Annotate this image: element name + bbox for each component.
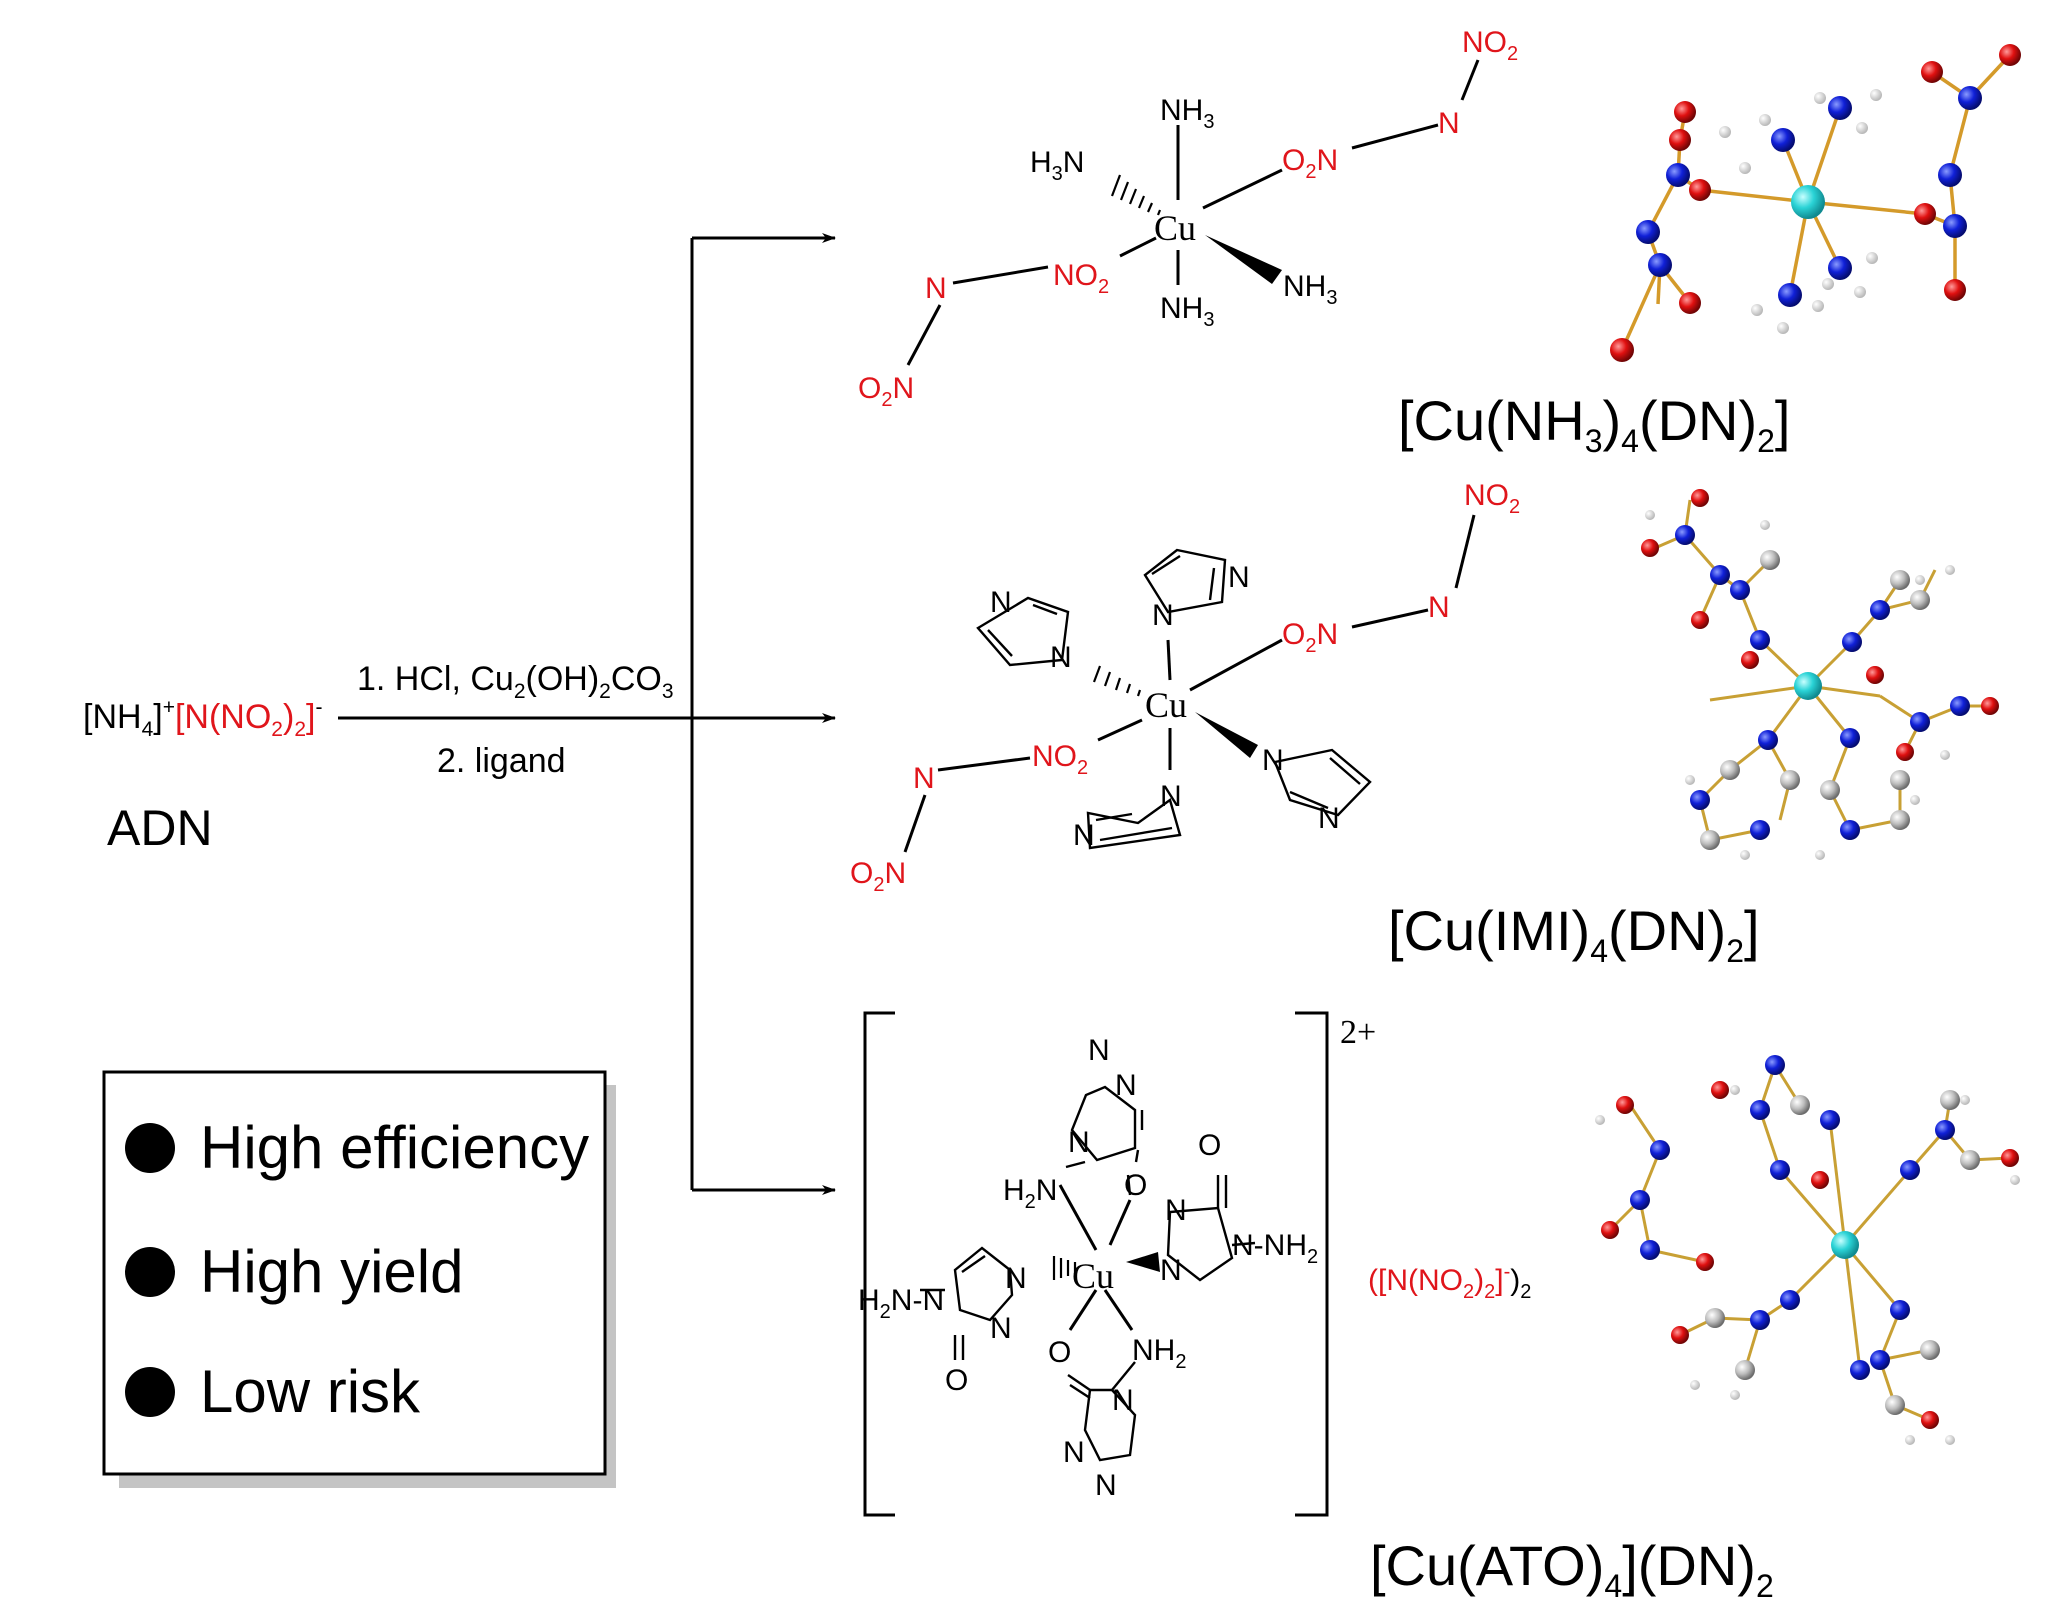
structure-cu-nh3: Cu NH3 NH3 H3N NH3 O2N N NO2 NO2 N O2N — [858, 26, 1518, 411]
svg-text:NH3: NH3 — [1160, 292, 1214, 331]
svg-text:N: N — [1112, 1384, 1134, 1417]
svg-text:N: N — [913, 762, 935, 795]
svg-text:N-NH2: N-NH2 — [1232, 1229, 1318, 1268]
left-bracket — [863, 1011, 895, 1517]
svg-text:O2N: O2N — [1282, 144, 1338, 183]
svg-text:H3N: H3N — [1030, 146, 1084, 185]
svg-text:NH2: NH2 — [1132, 1334, 1186, 1373]
svg-text:N: N — [1088, 1034, 1110, 1067]
advantages-box: High efficiency High yield Low risk — [102, 1070, 616, 1488]
svg-text:O: O — [1048, 1336, 1071, 1369]
svg-text:Cu: Cu — [1072, 1256, 1114, 1296]
svg-text:N: N — [1005, 1262, 1027, 1295]
reactant-name: ADN — [107, 800, 213, 856]
svg-text:NH3: NH3 — [1160, 94, 1214, 133]
svg-text:N: N — [1115, 1069, 1137, 1102]
svg-text:N: N — [1050, 641, 1072, 674]
svg-text:O: O — [1124, 1169, 1147, 1202]
svg-text:Cu: Cu — [1154, 208, 1196, 248]
svg-text:O: O — [945, 1364, 968, 1397]
condition-step1: 1. HCl, Cu2(OH)2CO3 — [357, 660, 674, 703]
product-label-1: [Cu(NH3)4(DN)2] — [1398, 389, 1790, 459]
svg-text:N: N — [1165, 1194, 1187, 1227]
crystal-model-cu-nh3 — [1610, 44, 2021, 362]
product-label-2: [Cu(IMI)4(DN)2] — [1388, 899, 1760, 969]
reaction-arrows — [338, 233, 836, 1195]
bullet-icon — [125, 1367, 175, 1417]
svg-text:2+: 2+ — [1340, 1014, 1376, 1051]
bullet-icon — [125, 1247, 175, 1297]
right-bracket — [1295, 1011, 1329, 1517]
svg-text:NH3: NH3 — [1283, 270, 1337, 309]
svg-text:N: N — [990, 586, 1012, 619]
product-label-3: [Cu(ATO)4](DN)2 — [1370, 1534, 1774, 1604]
svg-text:N: N — [1095, 1469, 1117, 1502]
svg-text:N: N — [1428, 591, 1450, 624]
bullet-icon — [125, 1123, 175, 1173]
counter-anion: ([N(NO2)2]-)2 — [1368, 1261, 1531, 1303]
crystal-model-cu-imi — [1641, 489, 1999, 860]
svg-text:N: N — [1438, 107, 1460, 140]
svg-text:Cu: Cu — [1145, 685, 1187, 725]
svg-text:N: N — [925, 272, 947, 305]
svg-text:N: N — [1063, 1436, 1085, 1469]
svg-text:O2N: O2N — [1282, 618, 1338, 657]
svg-text:N: N — [1228, 561, 1250, 594]
svg-text:N: N — [1262, 744, 1284, 777]
svg-text:N: N — [1073, 819, 1095, 852]
svg-text:NO2: NO2 — [1462, 26, 1518, 65]
svg-text:O2N: O2N — [850, 857, 906, 896]
structure-cu-ato: 2+ — [858, 1011, 1531, 1517]
svg-text:N: N — [990, 1312, 1012, 1345]
crystal-model-cu-ato — [1595, 1055, 2020, 1445]
svg-text:[NH4]+[N(NO2)2]-: [NH4]+[N(NO2)2]- — [83, 696, 322, 741]
svg-text:N: N — [1160, 780, 1182, 813]
svg-text:N: N — [1160, 1254, 1182, 1287]
svg-text:N: N — [1152, 599, 1174, 632]
svg-text:N: N — [1318, 802, 1340, 835]
svg-text:H2N-N: H2N-N — [858, 1284, 944, 1323]
advantage-2: High yield — [200, 1238, 463, 1305]
advantage-3: Low risk — [200, 1358, 421, 1425]
svg-text:O: O — [1198, 1129, 1221, 1162]
svg-text:N: N — [1068, 1126, 1090, 1159]
advantage-1: High efficiency — [200, 1114, 589, 1181]
structure-cu-imi: Cu N N N N N N N N O2N N NO2 NO2 N O2N — [850, 479, 1520, 896]
svg-text:O2N: O2N — [858, 372, 914, 411]
box-frame — [102, 1070, 607, 1476]
svg-text:NO2: NO2 — [1053, 259, 1109, 298]
reactant-formula: [NH4]+[N(NO2)2]- — [83, 696, 322, 741]
svg-text:NO2: NO2 — [1464, 479, 1520, 518]
condition-step2: 2. ligand — [437, 742, 566, 780]
svg-text:H2N: H2N — [1003, 1174, 1057, 1213]
svg-text:NO2: NO2 — [1032, 740, 1088, 779]
